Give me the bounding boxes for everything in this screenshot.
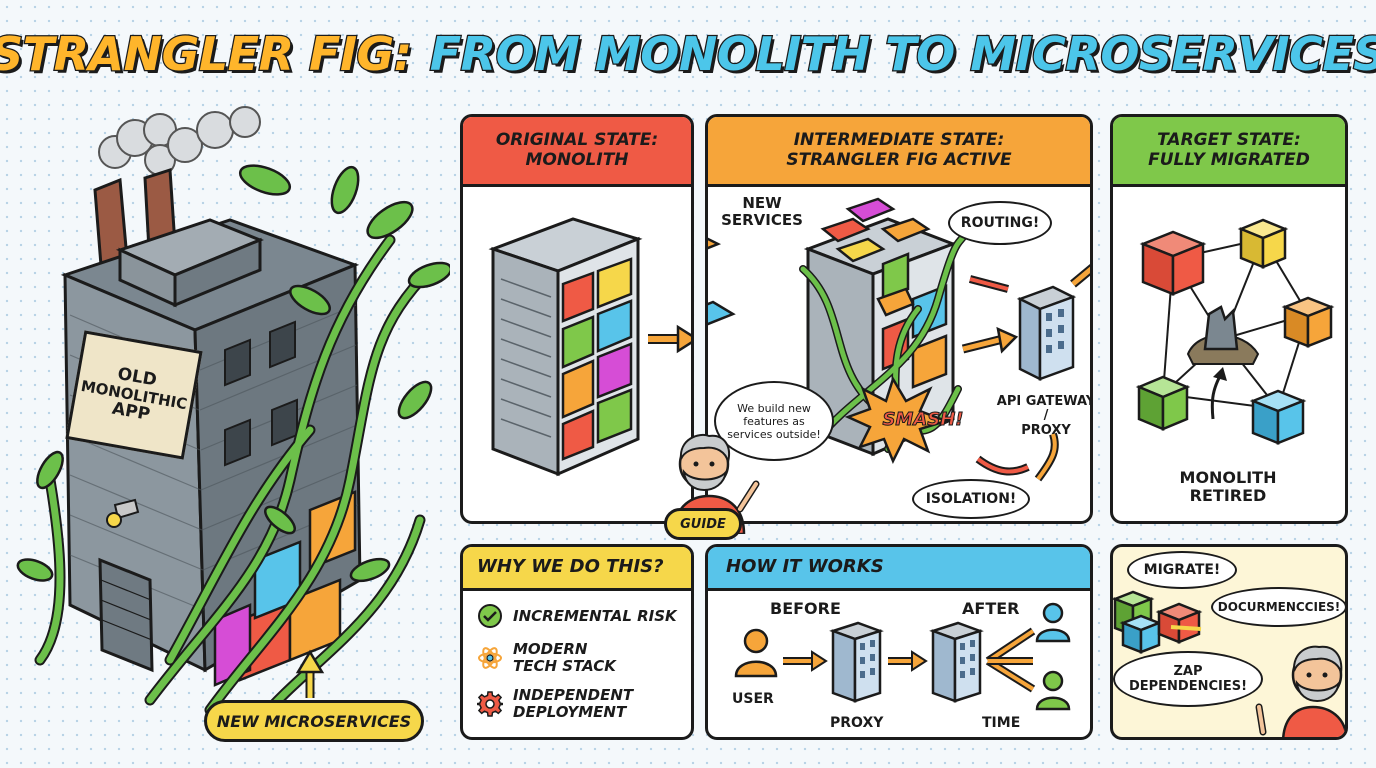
after-label: AFTER	[962, 599, 1020, 618]
original-state-panel: ORIGINAL STATE: MONOLITH	[460, 114, 694, 524]
how-it-works-panel: HOW IT WORKS BEFORE AFTER USER PROXY TIM…	[705, 544, 1093, 740]
migrate-scene-icon	[1113, 590, 1345, 737]
monolith-server-icon	[488, 217, 691, 477]
microservices-network-icon	[1135, 218, 1335, 445]
intermediate-state-panel: INTERMEDIATE STATE: STRANGLER FIG ACTIVE	[705, 114, 1093, 524]
routing-bubble-text: ROUTING!	[960, 215, 1040, 231]
migrate-bubble: MIGRATE!	[1127, 551, 1237, 589]
sign-line-3: APP	[110, 398, 152, 426]
check-circle-icon	[478, 604, 502, 628]
how-header: HOW IT WORKS	[708, 547, 1090, 591]
monolith-retired-label: MONOLITH RETIRED	[1153, 469, 1303, 504]
target-state-panel: TARGET STATE: FULLY MIGRATED MONOLITH RE…	[1110, 114, 1348, 524]
user-label: USER	[732, 691, 774, 707]
page-title: STRANGLER FIG: FROM MONOLITH TO MICROSER…	[0, 14, 1376, 94]
guide-speech-bubble: We build new features as services outsid…	[714, 381, 834, 461]
time-label: TIME	[982, 715, 1021, 731]
before-label: BEFORE	[770, 599, 841, 618]
retired-line-2: RETIRED	[1189, 485, 1267, 505]
docs-bubble-text: DOCURMENCCIES!	[1217, 600, 1341, 614]
target-title-2: FULLY MIGRATED	[1148, 149, 1310, 170]
original-state-title-2: MONOLITH	[525, 149, 629, 170]
why-item-label: INDEPENDENT DEPLOYMENT	[513, 686, 634, 721]
monolith-building-illustration	[10, 100, 453, 760]
gateway-line-2: PROXY	[1021, 422, 1071, 438]
old-monolith-sign: OLD MONOLITHIC APP	[65, 330, 203, 460]
target-title-1: TARGET STATE:	[1157, 129, 1301, 150]
intermediate-title-2: STRANGLER FIG ACTIVE	[786, 149, 1012, 170]
isolation-bubble: ISOLATION!	[912, 479, 1030, 519]
guide-label-text: GUIDE	[680, 516, 726, 532]
target-state-header: TARGET STATE: FULLY MIGRATED	[1113, 117, 1345, 187]
smash-text: SMASH!	[882, 409, 964, 431]
isolation-bubble-text: ISOLATION!	[925, 491, 1017, 507]
why-item-label: MODERN TECH STACK	[513, 640, 616, 675]
new-services-line-2: SERVICES	[721, 210, 803, 229]
proxy-label: PROXY	[830, 715, 884, 731]
migrate-bubble-text: MIGRATE!	[1143, 562, 1221, 578]
why-item-modern-tech: MODERN TECH STACK	[477, 641, 633, 674]
intermediate-title-1: INTERMEDIATE STATE:	[793, 129, 1005, 150]
why-item-label: INCREMENTAL RISK	[513, 606, 677, 625]
why-item-independent-deployment: INDEPENDENT DEPLOYMENT	[477, 687, 633, 720]
why-header: WHY WE DO THIS?	[463, 547, 691, 591]
corner-panel: MIGRATE! DOCURMENCCIES! ZAP DEPENDENCIES…	[1110, 544, 1348, 740]
why-item-incremental-risk: INCREMENTAL RISK	[477, 603, 677, 629]
gateway-line-1: API GATEWAY /	[996, 394, 1093, 424]
building-vines-icon	[16, 106, 453, 726]
zap-bubble-text: ZAP DEPENDENCIES!	[1128, 664, 1248, 694]
docs-bubble: DOCURMENCCIES!	[1211, 587, 1345, 627]
intermediate-state-header: INTERMEDIATE STATE: STRANGLER FIG ACTIVE	[708, 117, 1090, 187]
why-panel: WHY WE DO THIS? INCREMENTAL RISK MODERN …	[460, 544, 694, 740]
retired-line-1: MONOLITH	[1179, 468, 1277, 487]
why-title: WHY WE DO THIS?	[477, 556, 664, 578]
original-state-title-1: ORIGINAL STATE:	[495, 129, 659, 150]
strangler-fig-scene-icon	[708, 197, 1090, 482]
how-title: HOW IT WORKS	[726, 556, 884, 578]
original-state-header: ORIGINAL STATE: MONOLITH	[463, 117, 691, 187]
routing-bubble: ROUTING!	[948, 201, 1052, 245]
new-microservices-label: NEW MICROSERVICES	[216, 711, 412, 731]
zap-dependencies-bubble: ZAP DEPENDENCIES!	[1113, 651, 1263, 707]
title-part-2: FROM MONOLITH TO MICROSERVICES	[428, 26, 1376, 83]
guide-label: GUIDE	[664, 508, 742, 540]
new-services-label: NEW SERVICES	[714, 195, 810, 228]
title-part-1: STRANGLER FIG:	[0, 26, 413, 83]
how-flow-icon	[734, 602, 1071, 711]
new-microservices-callout: NEW MICROSERVICES	[204, 700, 424, 742]
new-services-line-1: NEW	[742, 194, 782, 212]
guide-speech-text: We build new features as services outsid…	[727, 401, 821, 441]
gear-icon	[477, 690, 503, 717]
api-gateway-label: API GATEWAY / PROXY	[994, 394, 1093, 438]
atom-icon	[478, 646, 502, 669]
